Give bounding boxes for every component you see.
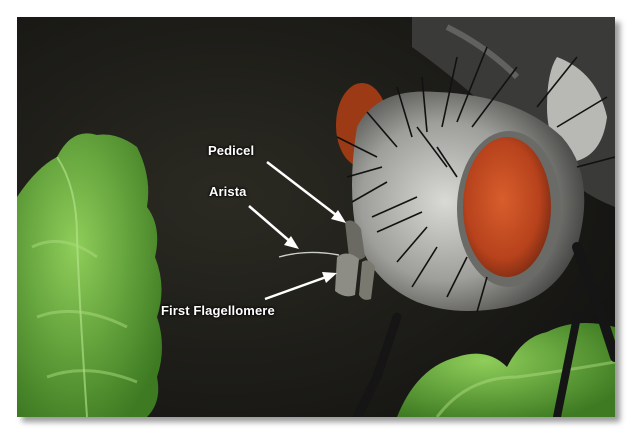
label-arista: Arista (209, 184, 247, 199)
fly-illustration (17, 17, 615, 417)
bristles (336, 46, 615, 313)
fly-legs (352, 242, 615, 417)
fly-photo: Pedicel Arista First Flagellomere (17, 17, 615, 417)
label-first-flagellomere: First Flagellomere (161, 303, 275, 318)
leaf-left (17, 133, 162, 417)
pedicel-arrow (266, 161, 346, 223)
label-pedicel: Pedicel (208, 143, 255, 158)
antenna (278, 220, 375, 300)
pointer-arrows (248, 161, 346, 301)
first-flagellomere-arrow (264, 272, 337, 301)
arista-arrow (248, 205, 299, 249)
compound-eye (463, 137, 551, 277)
